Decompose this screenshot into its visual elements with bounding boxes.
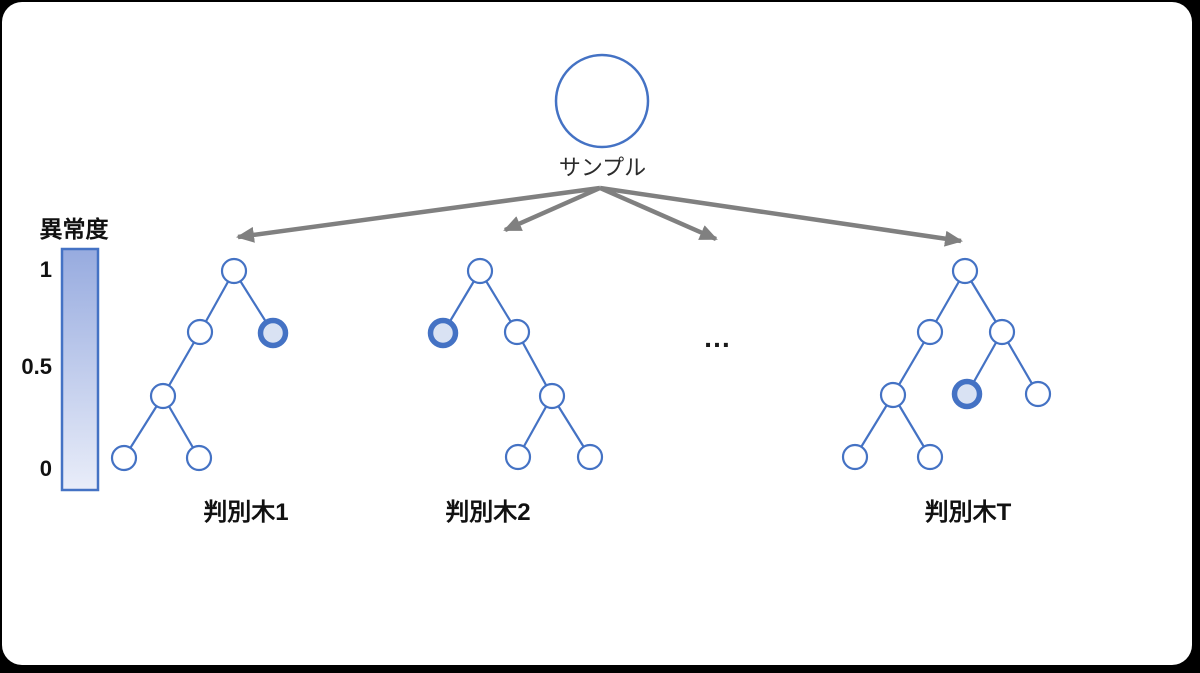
tree-T-label: 判別木T (924, 499, 1012, 526)
tree-node (110, 444, 138, 472)
scale-tick-0: 0 (39, 456, 52, 481)
anomaly-scale-title: 異常度 (39, 216, 109, 242)
tree-node (186, 318, 214, 346)
tree-node (951, 257, 979, 285)
tree-node (220, 257, 248, 285)
trees-ellipsis: … (703, 322, 733, 353)
tree-node-highlighted (951, 378, 983, 410)
tree-node (185, 444, 213, 472)
tree-node (916, 443, 944, 471)
tree-node-highlighted (257, 317, 289, 349)
scale-tick-05: 0.5 (21, 354, 52, 379)
tree-node (841, 443, 869, 471)
tree-node (504, 443, 532, 471)
tree-2-label: 判別木2 (445, 499, 531, 526)
sample-to-tree-arrow-4 (599, 185, 963, 247)
scale-tick-1: 1 (39, 257, 52, 282)
tree-1 (110, 257, 289, 472)
sample-to-tree-arrow-2 (503, 185, 601, 233)
sample-label: サンプル (558, 155, 647, 180)
sample-to-tree-arrow-1 (236, 185, 601, 243)
tree-node-highlighted (427, 317, 459, 349)
tree-node (879, 381, 907, 409)
tree-node (576, 443, 604, 471)
tree-node (149, 382, 177, 410)
tree-3 (841, 257, 1052, 471)
sample-to-tree-arrow-3 (599, 185, 718, 242)
tree-2 (427, 257, 604, 471)
tree-node (503, 318, 531, 346)
anomaly-scale-bar (60, 247, 100, 492)
tree-node (988, 318, 1016, 346)
tree-node (466, 257, 494, 285)
sample-circle (554, 53, 650, 149)
tree-node (538, 382, 566, 410)
tree-1-label: 判別木1 (203, 499, 289, 526)
tree-node (1024, 380, 1052, 408)
tree-node (916, 318, 944, 346)
